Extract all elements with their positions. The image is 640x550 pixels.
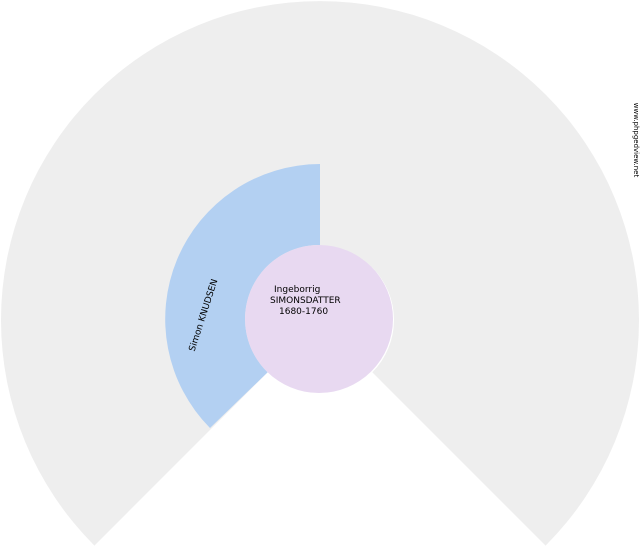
- root-person-circle[interactable]: [245, 245, 393, 393]
- root-first-name: Ingeborrig: [274, 285, 320, 295]
- father-segment-link[interactable]: Simon KNUDSEN: [165, 164, 320, 428]
- root-person-link[interactable]: Ingeborrig SIMONSDATTER 1680-1760: [245, 245, 393, 393]
- watermark-text: www.phpgedview.net: [632, 103, 640, 178]
- root-surname: SIMONSDATTER: [270, 296, 341, 306]
- root-dates: 1680-1760: [279, 307, 328, 317]
- father-segment[interactable]: [165, 164, 320, 428]
